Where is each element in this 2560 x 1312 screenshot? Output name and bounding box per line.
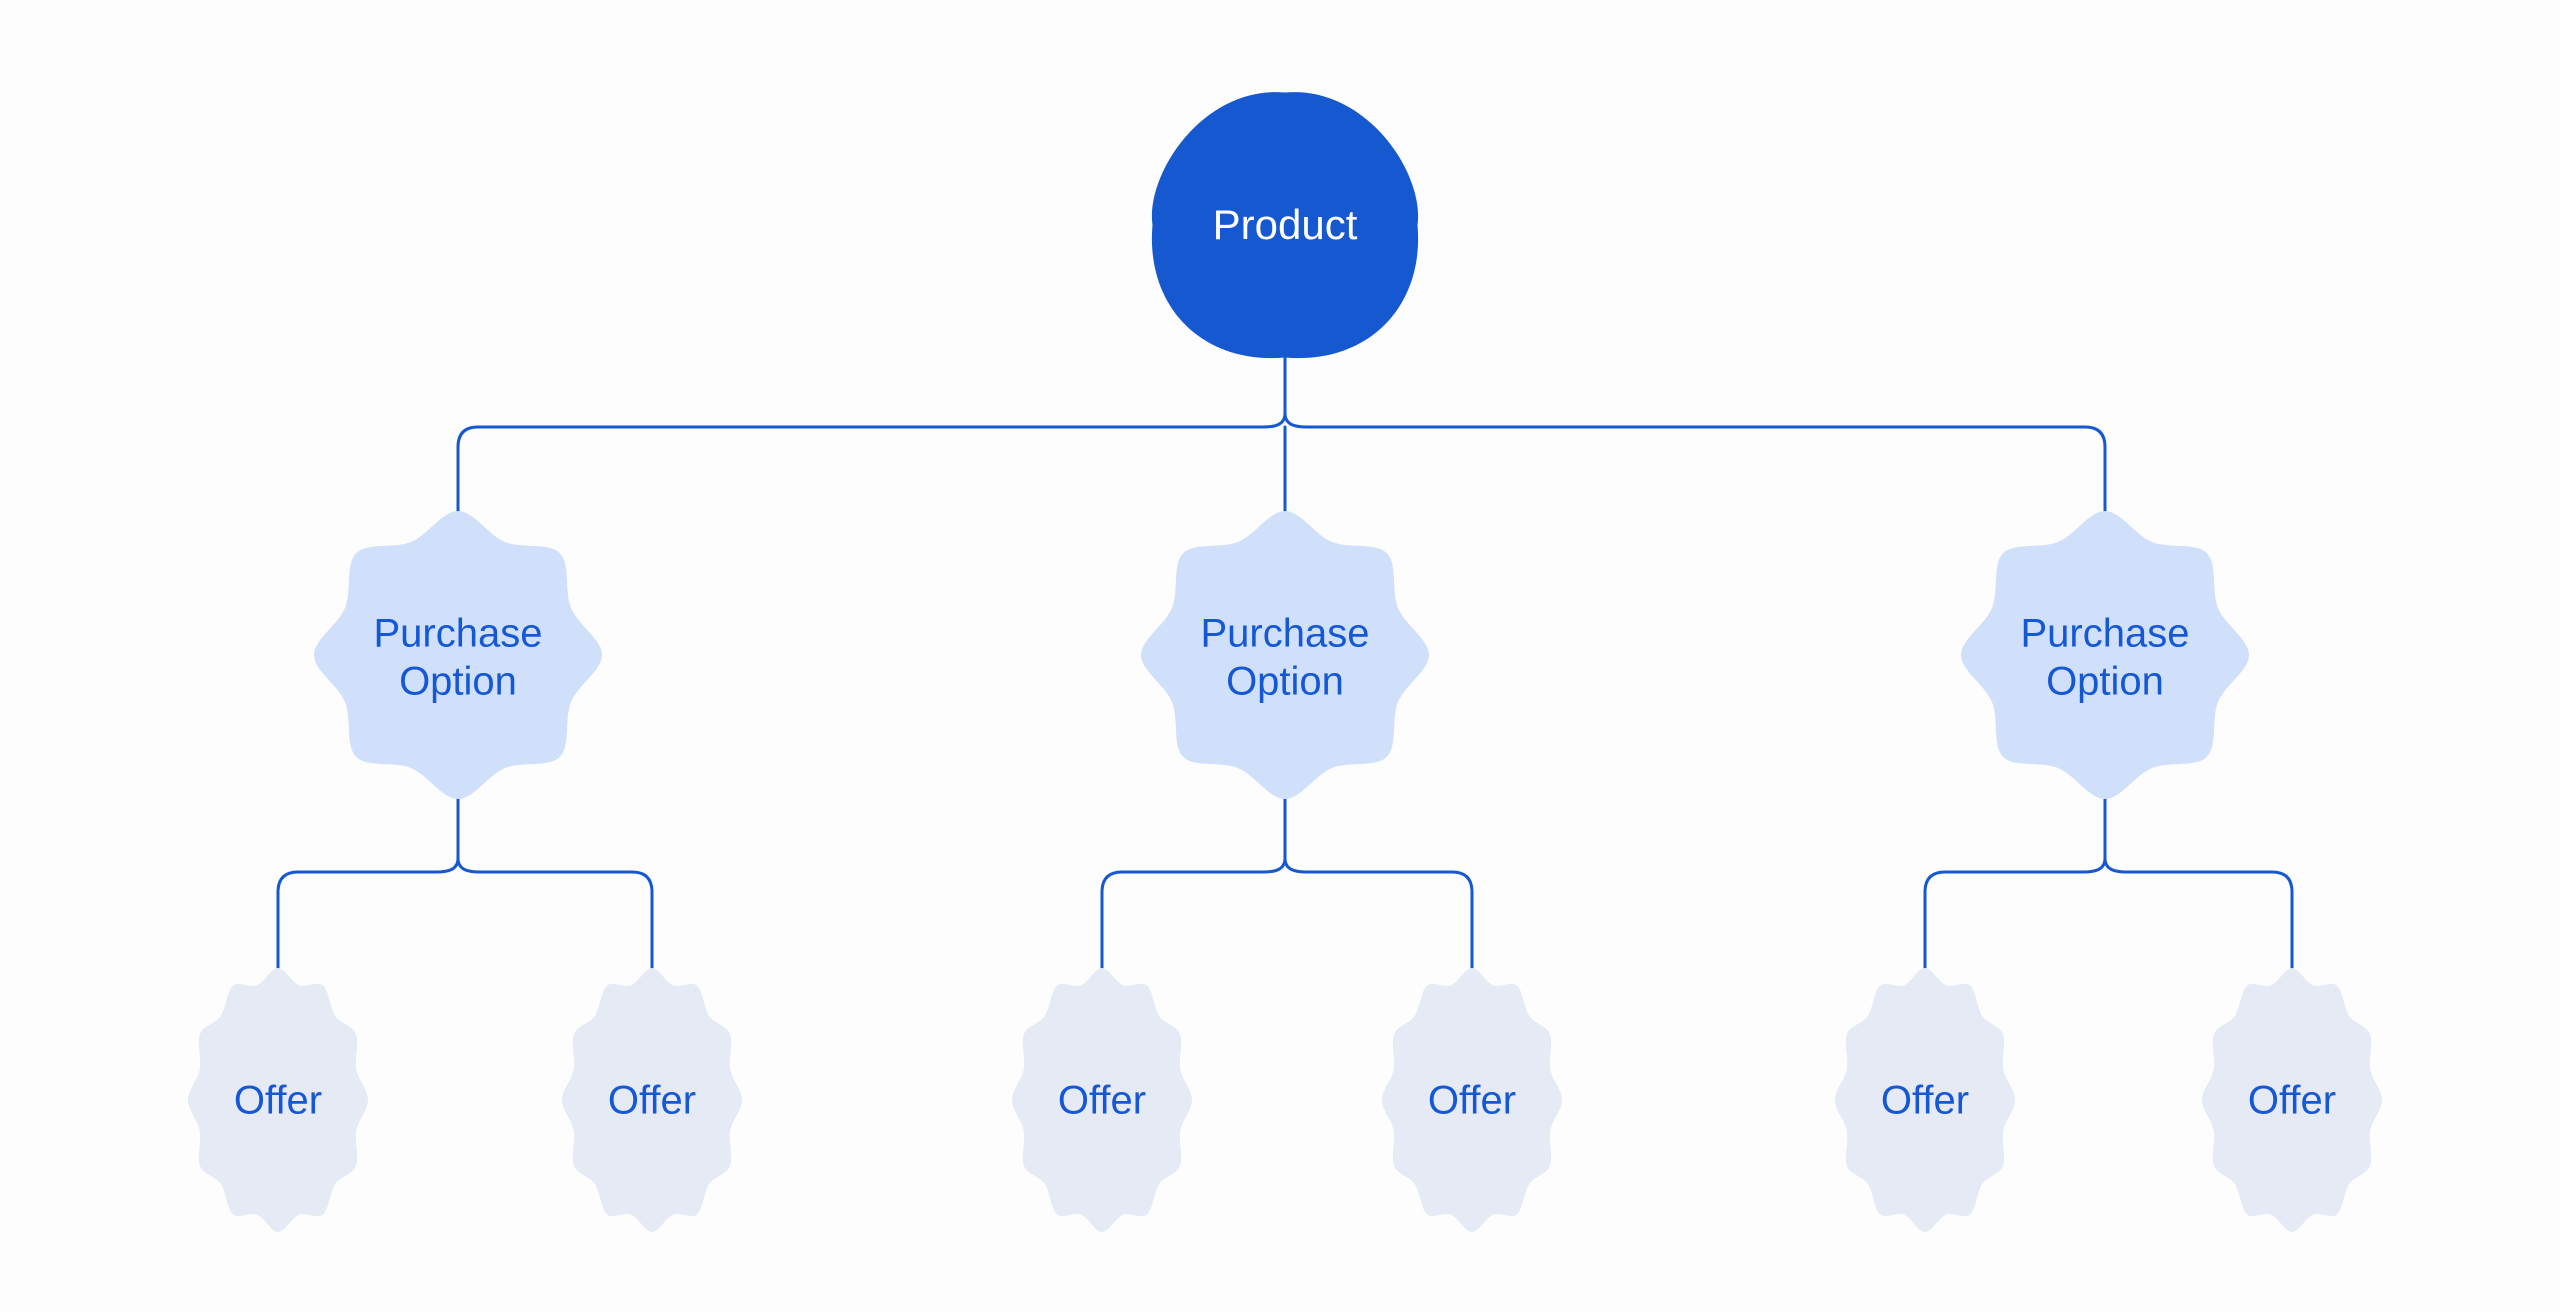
purchase-option-label-line2: Option [2046,660,2164,704]
node-offer-1[interactable]: Offer [188,968,368,1232]
edge-purchase-option-1-to-offers [276,793,654,970]
offer-node-label: Offer [1428,1079,1516,1123]
purchase-option-node-shape [1141,511,1429,799]
node-offer-4[interactable]: Offer [1382,968,1562,1232]
purchase-option-label-line1: Purchase [1201,612,1370,656]
node-offer-3[interactable]: Offer [1012,968,1192,1232]
offer-node-shape [1382,968,1562,1232]
purchase-option-node-shape [1961,511,2249,799]
purchase-option-label-line1: Purchase [2021,612,2190,656]
offer-node-label: Offer [608,1079,696,1123]
purchase-option-node-shape [314,511,602,799]
offer-node-shape [188,968,368,1232]
product-node-label: Product [1213,201,1358,248]
purchase-option-label-line1: Purchase [374,612,543,656]
offer-node-label: Offer [1058,1079,1146,1123]
offer-node-shape [2202,968,2382,1232]
purchase-option-label-line2: Option [399,660,517,704]
edge-purchase-option-2-to-offers [1100,793,1474,970]
offer-node-shape [1012,968,1192,1232]
edge-purchase-option-3-to-offers [1923,793,2294,970]
node-offer-2[interactable]: Offer [562,968,742,1232]
offer-node-label: Offer [234,1079,322,1123]
node-offer-6[interactable]: Offer [2202,968,2382,1232]
product-node-shape [1151,92,1419,359]
node-product[interactable]: Product [1151,92,1419,359]
offer-node-label: Offer [1881,1079,1969,1123]
offer-node-shape [1835,968,2015,1232]
offer-node-label: Offer [2248,1079,2336,1123]
node-offer-5[interactable]: Offer [1835,968,2015,1232]
offer-node-shape [562,968,742,1232]
purchase-option-label-line2: Option [1226,660,1344,704]
